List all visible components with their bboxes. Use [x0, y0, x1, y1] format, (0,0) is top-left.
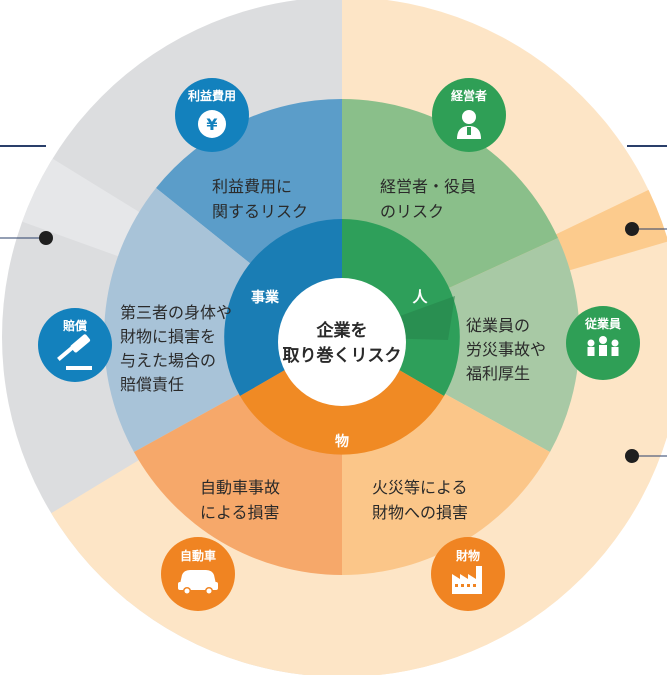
executive-text-1: 経営者・役員: [380, 177, 476, 196]
liability-text-3: 与えた場合の: [120, 351, 216, 370]
employee-text-1: 従業員の: [466, 316, 530, 335]
segment-texts: 利益費用に 関するリスク 経営者・役員 のリスク 第三者の身体や 財物に損害を …: [120, 177, 546, 522]
badge-profit-label: 利益費用: [188, 88, 236, 103]
property-text-2: 財物への損害: [372, 503, 468, 522]
liability-text-4: 賠償責任: [120, 375, 184, 394]
center-line2: 取り巻くリスク: [283, 345, 402, 366]
center-line1: 企業を: [316, 320, 368, 341]
category-business: 事業: [251, 289, 280, 306]
svg-text:¥: ¥: [206, 115, 217, 134]
executive-text-2: のリスク: [380, 202, 444, 221]
liability-text-2: 財物に損害を: [120, 327, 216, 346]
gavel-icon: [57, 334, 92, 370]
category-people: 人: [412, 288, 428, 306]
property-text-1: 火災等による: [372, 478, 468, 497]
profit-text-2: 関するリスク: [212, 202, 308, 221]
badge-employee-label: 従業員: [584, 316, 621, 331]
badge-profit: 利益費用 ¥: [175, 78, 249, 152]
right-dot-1: [625, 222, 639, 236]
badge-liability-label: 賠償: [63, 318, 88, 333]
liability-text-1: 第三者の身体や: [120, 303, 232, 322]
yen-icon: ¥: [198, 110, 226, 138]
employee-text-2: 労災事故や: [466, 340, 546, 359]
segment-liability: [104, 188, 342, 452]
connectors: [0, 145, 667, 463]
badge-employee: 従業員: [566, 306, 640, 380]
employee-text-3: 福利厚生: [466, 364, 530, 383]
badge-executive-label: 経営者: [451, 88, 487, 103]
badge-auto-label: 自動車: [180, 548, 216, 563]
auto-text-1: 自動車事故: [200, 478, 280, 497]
badge-property-label: 財物: [455, 548, 480, 563]
badge-executive: 経営者: [432, 78, 506, 152]
factory-icon: [452, 566, 482, 594]
category-property: 物: [335, 433, 349, 450]
businessman-icon: [457, 110, 481, 139]
badge-liability: 賠償: [38, 308, 112, 382]
team-icon: [587, 336, 619, 356]
car-icon: [178, 570, 218, 595]
center-circle: [278, 278, 406, 406]
segment-employee: [342, 238, 580, 452]
auto-text-2: による損害: [200, 503, 280, 522]
left-dot: [39, 231, 53, 245]
profit-text-1: 利益費用に: [212, 177, 292, 196]
right-dot-2: [625, 449, 639, 463]
badge-auto: 自動車: [161, 537, 235, 611]
badge-property: 財物: [431, 537, 505, 611]
